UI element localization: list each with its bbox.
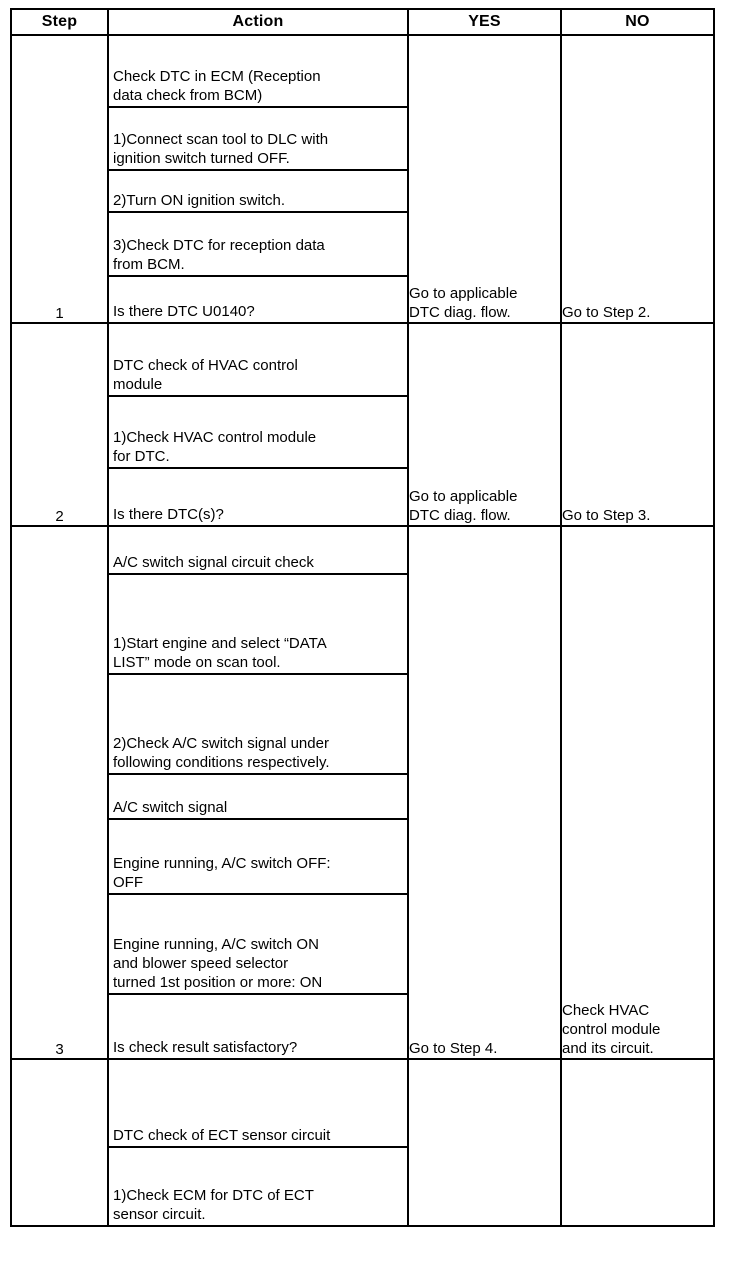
column-header-yes: YES (407, 8, 562, 36)
action-step-box: Is there DTC U0140? (109, 277, 407, 322)
yes-answer-cell (407, 1058, 562, 1227)
action-step-text: 1)Connect scan tool to DLC with ignition… (113, 131, 329, 167)
action-step-box: Check DTC in ECM (Reception data check f… (109, 36, 407, 108)
no-answer-cell: Go to Step 3. (560, 322, 715, 527)
yes-answer-cell: Go to applicable DTC diag. flow. (407, 34, 562, 324)
action-step-box: DTC check of ECT sensor circuit (109, 1060, 407, 1148)
action-step-text: 3)Check DTC for reception data from BCM. (113, 237, 325, 273)
step-number-cell: 3 (10, 525, 109, 1060)
action-step-box: A/C switch signal circuit check (109, 527, 407, 575)
action-step-box: 1)Check HVAC control module for DTC. (109, 397, 407, 469)
action-step-text: 1)Check ECM for DTC of ECT sensor circui… (113, 1187, 314, 1223)
action-step-box: Engine running, A/C switch OFF: OFF (109, 820, 407, 895)
action-step-box: A/C switch signal (109, 775, 407, 820)
table-row: DTC check of ECT sensor circuit 1)Check E… (10, 1058, 715, 1227)
action-step-box: 1)Check ECM for DTC of ECT sensor circui… (109, 1148, 407, 1225)
action-cell: A/C switch signal circuit check 1)Start e… (107, 525, 409, 1060)
no-answer-cell (560, 1058, 715, 1227)
action-cell: DTC check of HVAC control module 1)Check … (107, 322, 409, 527)
action-step-box: DTC check of HVAC control module (109, 324, 407, 397)
action-step-text: Engine running, A/C switch ON and blower… (113, 936, 323, 991)
step-number-cell: 1 (10, 34, 109, 324)
action-step-text: 2)Turn ON ignition switch. (113, 192, 286, 209)
no-answer-cell: Check HVAC control module and its circui… (560, 525, 715, 1060)
column-header-step: Step (10, 8, 109, 36)
step-number-cell: 2 (10, 322, 109, 527)
action-step-text: Is there DTC U0140? (113, 303, 255, 320)
action-step-box: 1)Start engine and select “DATA LIST” mo… (109, 575, 407, 675)
action-step-box: Engine running, A/C switch ON and blower… (109, 895, 407, 995)
column-header-no: NO (560, 8, 715, 36)
action-step-stack: DTC check of ECT sensor circuit 1)Check E… (109, 1060, 407, 1225)
action-step-text: Engine running, A/C switch OFF: OFF (113, 855, 331, 891)
action-step-box: 3)Check DTC for reception data from BCM. (109, 213, 407, 277)
action-step-box: 2)Turn ON ignition switch. (109, 171, 407, 213)
action-step-stack: A/C switch signal circuit check 1)Start e… (109, 527, 407, 1058)
action-step-text: Check DTC in ECM (Reception data check f… (113, 68, 321, 104)
step-number-cell (10, 1058, 109, 1227)
table-header-row: Step Action YES NO (10, 8, 715, 36)
action-step-text: Is check result satisfactory? (113, 1039, 298, 1056)
column-header-action: Action (107, 8, 409, 36)
yes-answer-cell: Go to applicable DTC diag. flow. (407, 322, 562, 527)
action-cell: DTC check of ECT sensor circuit 1)Check E… (107, 1058, 409, 1227)
action-step-text: DTC check of ECT sensor circuit (113, 1127, 331, 1144)
action-step-text: A/C switch signal (113, 799, 228, 816)
action-step-stack: Check DTC in ECM (Reception data check f… (109, 36, 407, 322)
action-step-text: 2)Check A/C switch signal under followin… (113, 735, 330, 771)
action-step-box: 2)Check A/C switch signal under followin… (109, 675, 407, 775)
action-cell: Check DTC in ECM (Reception data check f… (107, 34, 409, 324)
action-step-text: 1)Start engine and select “DATA LIST” mo… (113, 635, 327, 671)
action-step-box: 1)Connect scan tool to DLC with ignition… (109, 108, 407, 171)
action-step-box: Is there DTC(s)? (109, 469, 407, 525)
action-step-box: Is check result satisfactory? (109, 995, 407, 1058)
action-step-text: 1)Check HVAC control module for DTC. (113, 429, 317, 465)
no-answer-cell: Go to Step 2. (560, 34, 715, 324)
yes-answer-cell: Go to Step 4. (407, 525, 562, 1060)
action-step-text: Is there DTC(s)? (113, 506, 224, 523)
action-step-text: DTC check of HVAC control module (113, 357, 298, 393)
action-step-text: A/C switch signal circuit check (113, 554, 314, 571)
action-step-stack: DTC check of HVAC control module 1)Check … (109, 324, 407, 525)
